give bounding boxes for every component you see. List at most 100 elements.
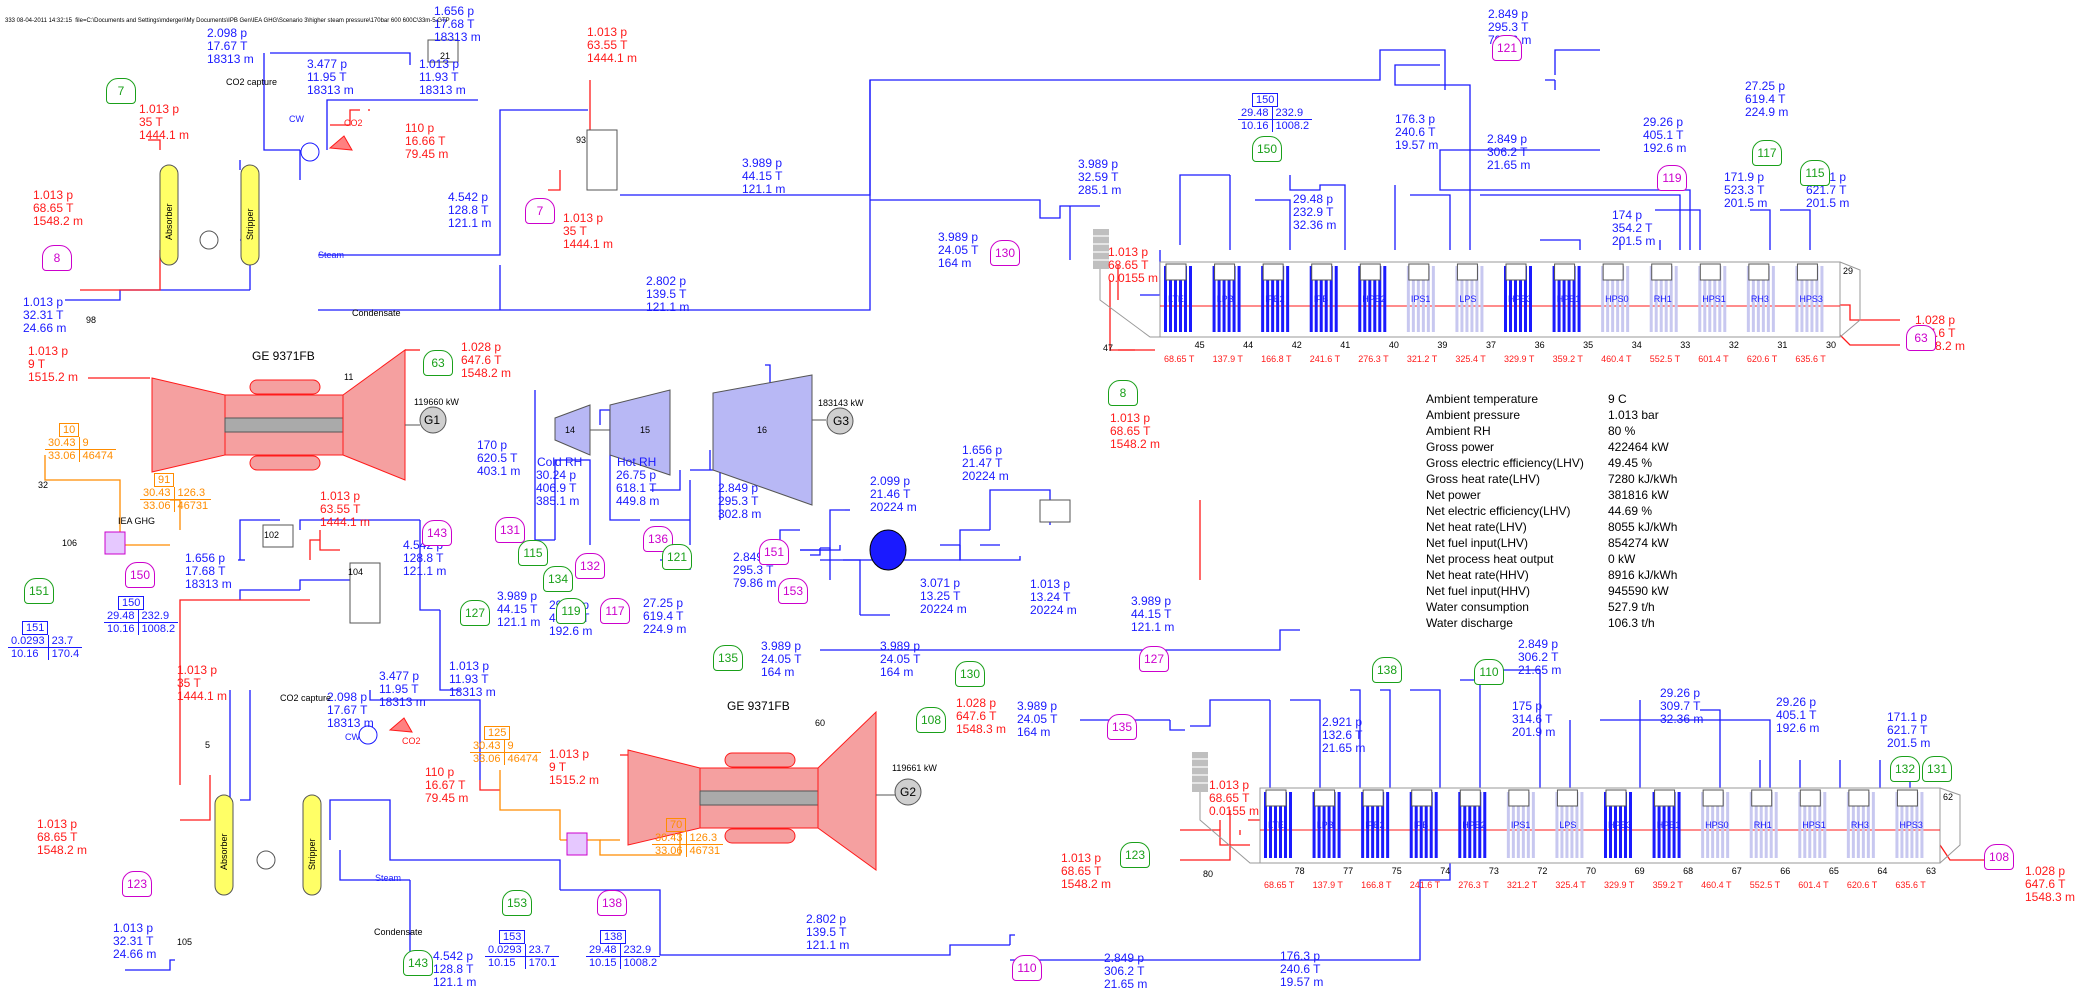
hrsg-node: 41 xyxy=(1340,340,1350,350)
hrsg-node: 37 xyxy=(1486,340,1496,350)
stream-tag: 8 xyxy=(42,245,72,271)
table: 30.43933.0646474 xyxy=(470,740,541,765)
stream-s51: 110 p 16.67 T 79.45 m xyxy=(425,766,468,805)
stream-s32: 26.75 p 618.1 T 449.8 m xyxy=(616,469,659,508)
section-icon xyxy=(1797,264,1817,280)
table: 0.029323.710.15170.1 xyxy=(485,944,559,969)
stream-tag: 108 xyxy=(1984,844,2014,870)
stream-tag: 123 xyxy=(1120,842,1150,868)
hrsg-node: 32 xyxy=(1729,340,1739,350)
stream-s47: 3.477 p 11.95 T 18313 m xyxy=(379,670,426,709)
summary-row: Net fuel input(HHV)945590 kW xyxy=(1426,583,1748,599)
file-path-header: 333 08-04-2011 14:32:15 file=C:\Document… xyxy=(5,18,450,24)
hrsg-temp: 241.6 T xyxy=(1310,354,1340,364)
stream-s39: 3.071 p 13.25 T 20224 m xyxy=(920,577,967,616)
tube xyxy=(1580,792,1583,858)
hrsg-node: 70 xyxy=(1586,866,1596,876)
stream-s54: 1.013 p 68.65 T 1548.2 m xyxy=(37,818,87,857)
hrsg-node: 31 xyxy=(1777,340,1787,350)
hrsg-section-ipb: IPB xyxy=(1314,294,1329,304)
stream-s21: 2.849 p 306.2 T 21.65 m xyxy=(1487,133,1530,172)
hrsg-node: 74 xyxy=(1440,866,1450,876)
hrsg-temp: 552.5 T xyxy=(1650,354,1680,364)
stream-s14: 1.013 p 9 T 1515.2 m xyxy=(28,345,78,384)
section-icon xyxy=(1360,264,1380,280)
section-icon xyxy=(1266,790,1286,806)
hrsg-temp: 241.6 T xyxy=(1410,880,1440,890)
summary-row: Water discharge106.3 t/h xyxy=(1426,615,1748,631)
summary-value: 8916 kJ/kWh xyxy=(1608,567,1748,583)
stream-tag: 119 xyxy=(556,598,586,624)
cw-1: CW xyxy=(289,114,304,124)
st14-label: 14 xyxy=(565,425,575,435)
stream-tag: 117 xyxy=(1752,140,1782,166)
hrsg-temp: 460.4 T xyxy=(1601,354,1631,364)
summary-value: 1.013 bar xyxy=(1608,407,1748,423)
hrsg-section-hpb1: HPB1 xyxy=(1657,820,1681,830)
hrsg-temp: 601.4 T xyxy=(1698,354,1728,364)
misc-node-label: 32 xyxy=(38,480,48,490)
stream-s56: 4.542 p 128.8 T 121.1 m xyxy=(433,950,476,989)
summary-key: Gross electric efficiency(LHV) xyxy=(1426,455,1608,471)
hrsg-node: 35 xyxy=(1583,340,1593,350)
stream-s45: 1.656 p 17.68 T 18313 m xyxy=(185,552,232,591)
hrsg-section-lte: LTE xyxy=(1168,294,1184,304)
stream-tag: 127 xyxy=(460,600,490,626)
tube xyxy=(1289,792,1292,858)
g3-label: G3 xyxy=(833,415,849,428)
tube xyxy=(1238,266,1241,332)
tube xyxy=(1772,266,1775,332)
hrsg-temp: 359.2 T xyxy=(1653,880,1683,890)
hrsg-1 xyxy=(1093,229,1860,337)
absorber-2-label: Absorber xyxy=(219,833,229,870)
table-id: 138 xyxy=(600,930,626,944)
co2-2: CO2 xyxy=(402,736,421,746)
hrsg1-node-29: 29 xyxy=(1843,266,1853,276)
hrsg-section-ipe2: IPE2 xyxy=(1365,820,1385,830)
section-icon xyxy=(1655,790,1675,806)
steam-turbine xyxy=(555,375,853,505)
stream-tag: 119 xyxy=(1657,165,1687,191)
misc-node-label: 21 xyxy=(440,51,450,61)
hrsg-node: 44 xyxy=(1243,340,1253,350)
table-id: 70 xyxy=(666,818,686,832)
hrsg-section-rh3: RH3 xyxy=(1751,294,1769,304)
hrsg-temp: 68.65 T xyxy=(1164,354,1194,364)
summary-key: Ambient RH xyxy=(1426,423,1608,439)
section-icon xyxy=(1457,264,1477,280)
stream-s23: 174 p 354.2 T 201.5 m xyxy=(1612,209,1655,248)
stream-table-151: 1510.029323.710.16170.4 xyxy=(8,621,82,660)
stream-s49: 2.098 p 17.67 T 18313 m xyxy=(327,691,374,730)
cw-2: CW xyxy=(345,732,360,742)
hrsg-section-hpe2: HPE2 xyxy=(1462,820,1486,830)
tube xyxy=(1532,792,1535,858)
stream-s22: 29.48 p 232.9 T 32.36 m xyxy=(1293,193,1336,232)
hrsg-temp: 68.65 T xyxy=(1264,880,1294,890)
hrsg-temp: 166.8 T xyxy=(1261,354,1291,364)
summary-row: Gross electric efficiency(LHV)49.45 % xyxy=(1426,455,1748,471)
misc-node-label: 105 xyxy=(177,937,192,947)
hrsg-node: 78 xyxy=(1295,866,1305,876)
table-id: 151 xyxy=(22,621,48,635)
stream-s10: 1.013 p 35 T 1444.1 m xyxy=(563,212,613,251)
summary-value: 527.9 t/h xyxy=(1608,599,1748,615)
stream-s18: 1.013 p 68.65 T 0.0155 m xyxy=(1108,246,1158,285)
summary-key: Gross heat rate(LHV) xyxy=(1426,471,1608,487)
stream-s16: 3.989 p 32.59 T 285.1 m xyxy=(1078,158,1121,197)
condensate-2: Condensate xyxy=(374,927,423,937)
hrsg-temp: 325.4 T xyxy=(1455,354,1485,364)
stream-tag: 121 xyxy=(662,544,692,570)
hrsg-node: 72 xyxy=(1537,866,1547,876)
tube xyxy=(1335,266,1338,332)
stream-tag: 132 xyxy=(1890,756,1920,782)
summary-value: 7280 kJ/kWh xyxy=(1608,471,1748,487)
hrsg-temp: 321.2 T xyxy=(1507,880,1537,890)
stream-s11: 3.989 p 44.15 T 121.1 m xyxy=(742,157,785,196)
stream-s48: 1.013 p 11.93 T 18313 m xyxy=(449,660,496,699)
stream-tag: 151 xyxy=(759,539,789,565)
hrsg-node: 66 xyxy=(1780,866,1790,876)
summary-value: 381816 kW xyxy=(1608,487,1748,503)
